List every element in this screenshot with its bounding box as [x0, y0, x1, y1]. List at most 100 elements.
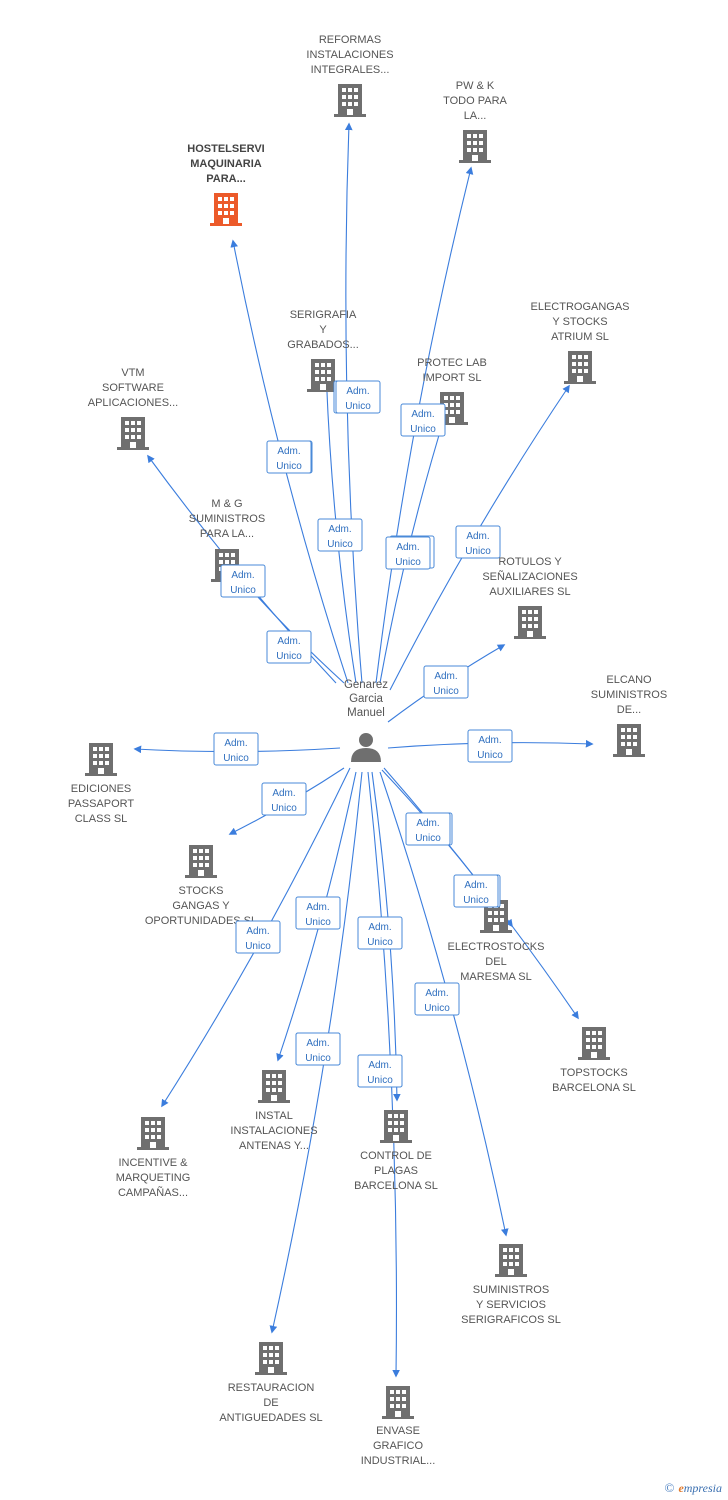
node-envase[interactable]: ENVASEGRAFICOINDUSTRIAL... [361, 1386, 436, 1467]
edge-label-text: Unico [367, 1075, 393, 1086]
node-reformas[interactable]: REFORMASINSTALACIONESINTEGRALES... [306, 34, 394, 117]
edge-label-text: Unico [410, 424, 436, 435]
edge-label-text: Unico [305, 917, 331, 928]
node-label: REFORMAS [319, 34, 381, 46]
edge-label-text: Adm. [306, 1038, 329, 1049]
person-icon [351, 733, 381, 762]
edge-label-text: Unico [367, 937, 393, 948]
node-mg[interactable]: M & G SUMINISTROS PARA LA... [189, 498, 265, 582]
edge-label-text: Adm. [277, 636, 300, 647]
building-icon [459, 130, 491, 163]
node-label: MARESMA SL [460, 971, 532, 983]
node-label: SUMINISTROS [189, 513, 265, 525]
edge-label-extra-0[interactable]: Adm. Unico [335, 380, 381, 414]
node-elcano[interactable]: ELCANOSUMINISTROSDE... [591, 674, 667, 757]
node-label: SEÑALIZACIONES [482, 570, 577, 583]
node-label: ELECTROSTOCKS [448, 941, 545, 953]
edge-label-text: Adm. [464, 880, 487, 891]
node-label: CAMPAÑAS... [118, 1186, 188, 1199]
node-label: PASSAPORT [68, 798, 135, 810]
edge-label-elcano[interactable]: Adm.Unico [467, 729, 513, 763]
edge-label-text: Adm. [224, 738, 247, 749]
edge-label-text: Adm. [368, 922, 391, 933]
node-label: SUMINISTROS [591, 689, 667, 701]
node-serigrafia[interactable]: SERIGRAFIAYGRABADOS... [287, 309, 359, 392]
edge-label-extra-3[interactable]: Adm.Unico [385, 536, 431, 570]
edge-label-text: Adm. [246, 926, 269, 937]
edge-label-extra-1[interactable]: Adm.Unico [317, 518, 363, 552]
node-hostelservi[interactable]: HOSTELSERVIMAQUINARIAPARA... [187, 143, 265, 226]
edge-label-text: Adm. [396, 542, 419, 553]
edge-label-incentive[interactable]: Adm. Unico [235, 920, 281, 954]
person-name-line: Genarez [344, 679, 388, 691]
person-name-line: Manuel [347, 707, 385, 719]
edge-label-pwk[interactable]: Adm.Unico [400, 403, 446, 437]
building-icon [185, 845, 217, 878]
edge-label-extra-4[interactable]: Adm.Unico [405, 812, 451, 846]
building-icon [578, 1027, 610, 1060]
node-label: APLICACIONES... [88, 397, 178, 409]
edge-label-electrogangas[interactable]: Adm.Unico [455, 525, 501, 559]
edge-label-extra-5[interactable]: Adm. Unico [453, 874, 499, 908]
node-label: VTM [121, 367, 144, 379]
edge-label-envase[interactable]: Adm. Unico [357, 916, 403, 950]
node-label: RESTAURACION [228, 1382, 315, 1394]
edge-label-stocks[interactable]: Adm.Unico [261, 782, 307, 816]
edge-label-text: Unico [345, 401, 371, 412]
edge-label-text: Unico [271, 803, 297, 814]
building-icon [495, 1244, 527, 1277]
edge-label-text: Unico [465, 546, 491, 557]
edge-label-ediciones[interactable]: Adm.Unico [213, 732, 259, 766]
edge-label-rotulos[interactable]: Adm.Unico [423, 665, 469, 699]
edge-label-text: Unico [327, 539, 353, 550]
building-icon [85, 743, 117, 776]
edge-label-text: Unico [424, 1003, 450, 1014]
edge-label-text: Unico [245, 941, 271, 952]
building-icon [258, 1070, 290, 1103]
node-label: EDICIONES [71, 783, 132, 795]
building-icon [514, 606, 546, 639]
node-label: INSTAL [255, 1110, 293, 1122]
edge-label-mg[interactable]: Adm.Unico [220, 564, 266, 598]
edge-label-extra-7[interactable]: Adm. Unico [295, 1032, 341, 1066]
node-label: INSTALACIONES [306, 49, 393, 61]
edge-label-text: Unico [276, 461, 302, 472]
edge-label-text: Adm. [346, 386, 369, 397]
node-label: STOCKS [178, 885, 223, 897]
edge-label-extra-2[interactable]: Adm.Unico [266, 630, 312, 664]
node-label: TODO PARA [443, 95, 507, 107]
edge-label-text: Unico [463, 895, 489, 906]
node-label: MARQUETING [116, 1172, 191, 1184]
node-incentive[interactable]: INCENTIVE & MARQUETING CAMPAÑAS... [116, 1117, 191, 1199]
node-label: BARCELONA SL [552, 1082, 636, 1094]
node-label: INCENTIVE & [118, 1157, 188, 1169]
node-label: GRABADOS... [287, 339, 359, 351]
node-label: PARA LA... [200, 528, 254, 540]
copyright-symbol: © [664, 1480, 675, 1495]
node-vtm[interactable]: VTMSOFTWAREAPLICACIONES... [88, 367, 178, 450]
edge-label-text: Adm. [368, 1060, 391, 1071]
edge-label-text: Adm. [425, 988, 448, 999]
edge-label-vtm[interactable]: Adm.Unico [266, 440, 312, 474]
edge-label-suministros[interactable]: Adm. Unico [414, 982, 460, 1016]
edge-label-text: Unico [305, 1053, 331, 1064]
edge-label-instal[interactable]: Adm.Unico [295, 896, 341, 930]
node-label: Y SERVICIOS [476, 1299, 546, 1311]
node-label: M & G [211, 498, 242, 510]
edge-label-extra-6[interactable]: Adm. Unico [357, 1054, 403, 1088]
